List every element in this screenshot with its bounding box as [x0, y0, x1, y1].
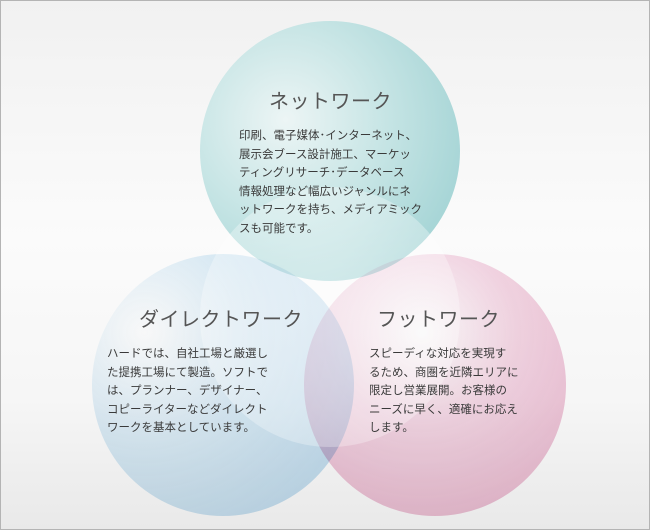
footwork-circle: [304, 254, 566, 516]
network-title: ネットワーク: [269, 89, 392, 113]
footwork-line: スピーディな対応を実現す: [369, 346, 507, 360]
direct-work-line: コピーライターなどダイレクト: [107, 401, 268, 416]
network-line: ティングリサーチ･データベース: [239, 165, 405, 179]
footwork-line: 限定し営業展開。お客様の: [369, 383, 507, 397]
network-description: 印刷、電子媒体･インターネット、 展示会ブース設計施工、マーケッ ティングリサー…: [239, 126, 422, 237]
direct-work-line: は、プランナー、デザイナー、: [107, 383, 268, 397]
footwork-line: るため、商圏を近隣エリアに: [369, 364, 519, 379]
footwork-text-block: フットワーク スピーディな対応を実現す るため、商圏を近隣エリアに 限定し営業展…: [369, 303, 519, 437]
footwork-line: します。: [369, 420, 414, 434]
direct-work-text-block: ダイレクトワーク ハードでは、自社工場と厳選し た提携工場にて製造。ソフトで は…: [107, 303, 303, 437]
direct-work-line: ハードでは、自社工場と厳選し: [107, 346, 268, 360]
direct-work-line: ワークを基本としています。: [107, 420, 256, 434]
network-text-block: ネットワーク 印刷、電子媒体･インターネット、 展示会ブース設計施工、マーケッ …: [239, 85, 422, 237]
center-highlight-circle: [200, 187, 460, 447]
network-line: スも可能です。: [239, 220, 319, 235]
direct-work-title: ダイレクトワーク: [139, 307, 303, 331]
footwork-title: フットワーク: [377, 307, 500, 331]
direct-work-description: ハードでは、自社工場と厳選し た提携工場にて製造。ソフトで は、プランナー、デザ…: [107, 344, 303, 437]
footwork-line: ニーズに早く、適確にお応え: [369, 401, 518, 416]
footwork-description: スピーディな対応を実現す るため、商圏を近隣エリアに 限定し営業展開。お客様の …: [369, 344, 519, 437]
direct-work-line: た提携工場にて製造。ソフトで: [107, 364, 268, 379]
network-line: ットワークを持ち、メディアミック: [239, 202, 422, 216]
network-circle: [200, 21, 460, 281]
network-line: 展示会ブース設計施工、マーケッ: [239, 146, 411, 161]
network-line: 情報処理など幅広いジャンルにネ: [239, 183, 411, 198]
network-line: 印刷、電子媒体･インターネット、: [239, 128, 418, 142]
